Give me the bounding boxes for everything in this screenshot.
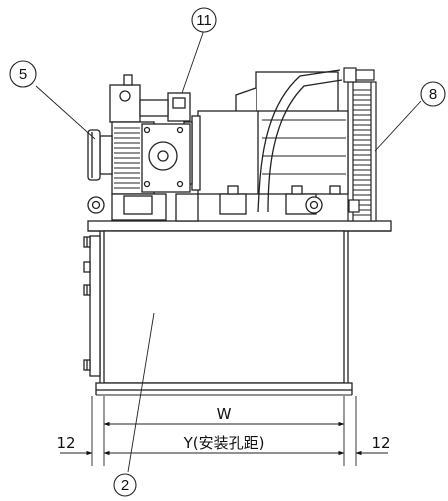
dimension-y-label: Y(安装孔距)	[183, 434, 265, 452]
callout-leaders	[35, 29, 422, 473]
handwheel	[87, 129, 101, 181]
tank-base	[95, 382, 353, 391]
tank-top-plate	[87, 220, 392, 232]
electric-motor	[183, 71, 349, 215]
balloon-8: 8	[429, 86, 437, 103]
dimension-left-12: 12	[56, 434, 75, 452]
balloon-2: 2	[121, 477, 129, 494]
balloon-11: 11	[196, 12, 212, 29]
heat-exchanger-fittings	[343, 67, 375, 213]
lifting-eyes	[87, 196, 323, 214]
pump-fins	[114, 127, 140, 189]
side-cover	[89, 235, 101, 377]
dimension-right-12: 12	[371, 434, 390, 452]
dimension-w-label: W	[217, 405, 232, 423]
pump-assembly	[87, 74, 199, 222]
heat-exchanger-fins	[353, 89, 371, 216]
dimension-lines	[60, 396, 388, 466]
balloon-5: 5	[19, 66, 27, 83]
callout-balloons	[9, 7, 446, 497]
tank-body	[103, 230, 345, 384]
heat-exchanger	[347, 81, 377, 222]
oil-tank	[83, 220, 392, 396]
hydraulic-hose	[257, 69, 343, 213]
